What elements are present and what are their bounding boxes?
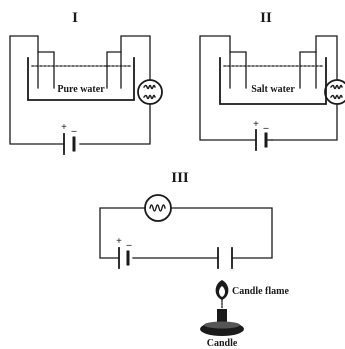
beaker-2: [219, 57, 327, 105]
wire-1-left: [9, 35, 65, 145]
bulb-2: [324, 79, 345, 105]
wire-2-right-lower: [271, 103, 338, 141]
electrode-left-2: [229, 51, 247, 89]
candle-assembly: [200, 280, 244, 336]
candle-holder-rim: [204, 321, 240, 329]
wire-3-top-left: [99, 207, 146, 259]
electrode-right-1: [106, 51, 122, 89]
electrode-left-1: [37, 51, 55, 89]
label-numeral-2: II: [260, 10, 272, 26]
label-salt-water: Salt water: [251, 84, 295, 95]
battery-1-plus: +: [61, 122, 67, 133]
circuit-2: [199, 35, 345, 151]
wire-3-top-right: [170, 207, 273, 259]
wire-1-right-lower: [79, 103, 151, 145]
bulb-1: [137, 79, 163, 105]
battery-1-minus: –: [71, 126, 78, 137]
battery-1: [63, 133, 76, 155]
beaker-1: [27, 57, 135, 101]
wire-1-right: [120, 35, 151, 81]
wire-2-left: [199, 35, 257, 141]
label-pure-water: Pure water: [57, 84, 105, 95]
battery-2-minus: –: [263, 123, 270, 134]
label-numeral-3: III: [171, 170, 189, 186]
open-gap-electrodes: [217, 247, 233, 269]
circuit-3: [99, 194, 273, 269]
label-numeral-1: I: [72, 10, 78, 26]
label-candle: Candle: [207, 338, 238, 349]
circuit-1: [9, 35, 163, 155]
battery-3-minus: –: [126, 240, 133, 251]
electrode-right-2: [299, 51, 317, 89]
flame-shape: [215, 280, 229, 300]
battery-2-plus: +: [253, 119, 259, 130]
battery-2: [255, 129, 273, 151]
bulb-3: [144, 194, 172, 222]
battery-3: [118, 247, 130, 269]
candle-body: [217, 309, 227, 323]
battery-3-plus: +: [116, 236, 122, 247]
wire-2-right: [315, 35, 338, 81]
label-candle-flame: Candle flame: [232, 286, 290, 297]
